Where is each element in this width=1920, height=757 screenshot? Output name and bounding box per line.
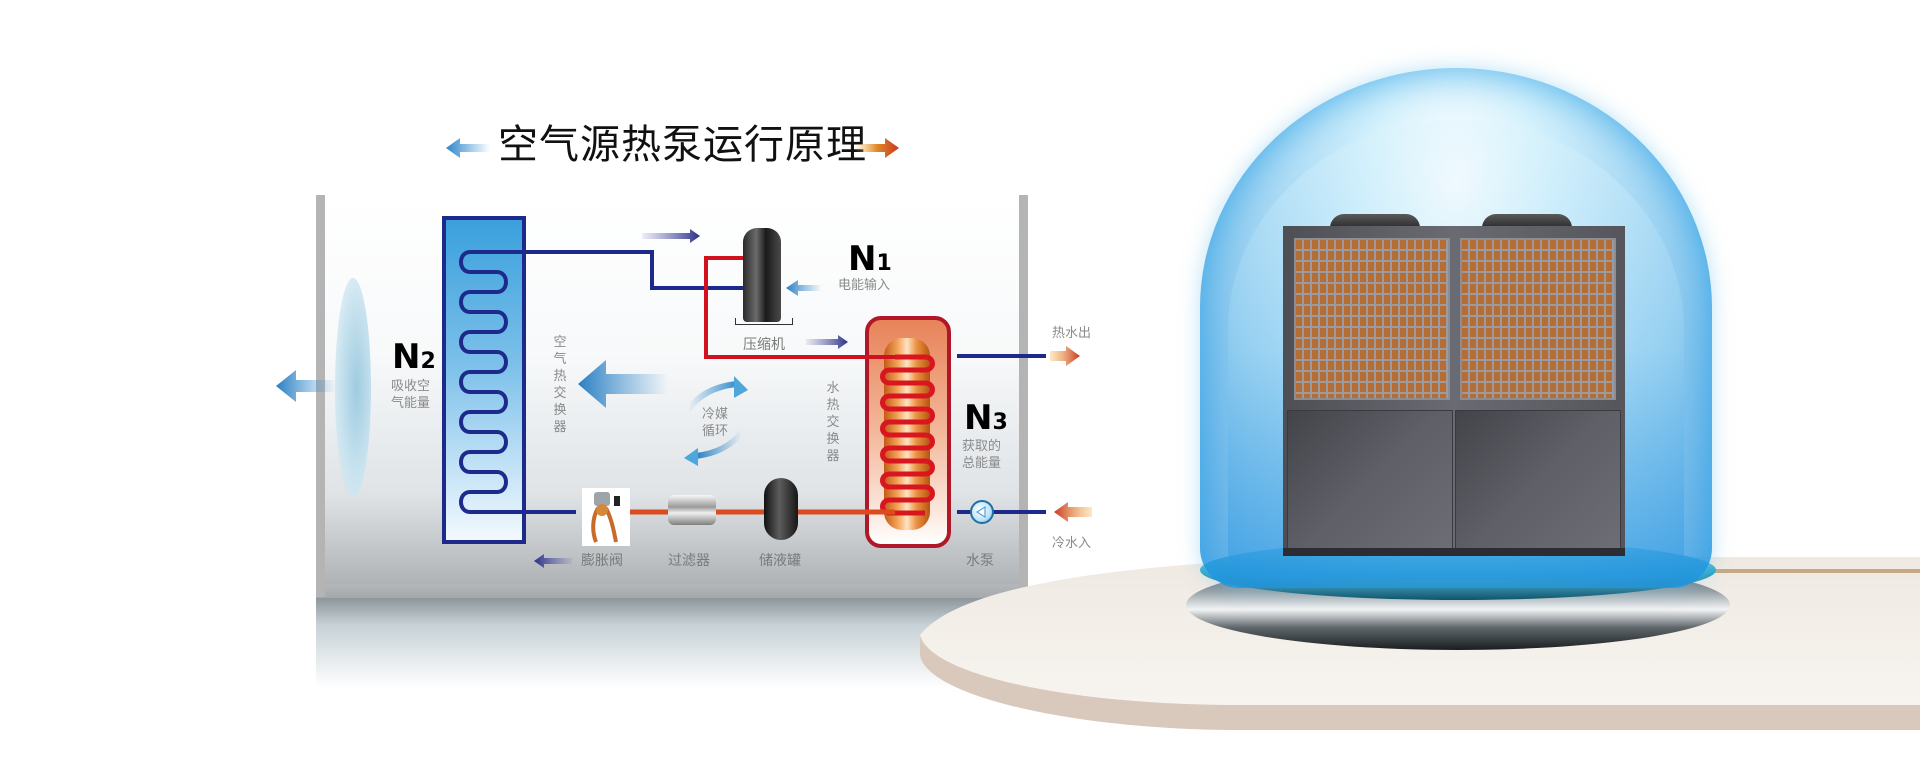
pedestal-edge <box>920 635 1920 730</box>
container-left-wall <box>316 195 325 597</box>
air-exchanger-label: 空气热交换器 <box>553 335 567 435</box>
n3-letter: N <box>964 398 993 438</box>
container-right-wall <box>1019 195 1028 597</box>
container-reflection <box>316 598 1028 688</box>
pump-triangle-icon <box>976 506 986 518</box>
air-in-arrow <box>578 360 668 408</box>
receiver-label: 储液罐 <box>759 553 801 569</box>
lower-panel-right <box>1455 410 1621 550</box>
air-flow-lens <box>335 278 371 498</box>
diagram-title: 空气源热泵运行原理 <box>498 122 867 168</box>
filter <box>668 495 716 525</box>
water-pump <box>970 500 994 524</box>
n3-label: N3 <box>964 400 1008 441</box>
liquid-receiver <box>764 478 798 540</box>
cycle-arrow-bottom <box>695 430 745 459</box>
hot-water-out-arrow <box>1050 346 1080 366</box>
n2-letter: N <box>392 337 421 377</box>
air-coil <box>459 250 527 514</box>
flow-arrow-bottom <box>534 554 572 568</box>
n2-caption-line-1: 吸收空 <box>391 379 431 394</box>
n1-index: 1 <box>876 251 892 276</box>
filter-label: 过滤器 <box>668 553 710 569</box>
water-pump-label: 水泵 <box>966 553 994 569</box>
refrigerant-cycle-line-1: 冷媒 <box>702 407 729 422</box>
cycle-arrow-bottom-head <box>684 448 698 466</box>
right-arrow-icon <box>855 138 899 158</box>
expansion-valve-icon <box>591 492 620 543</box>
lower-panel-left <box>1287 410 1453 550</box>
n3-index: 3 <box>992 410 1008 435</box>
compressor <box>743 228 781 322</box>
expansion-valve <box>582 488 630 546</box>
compressor-base <box>735 318 793 325</box>
unit-base <box>1283 548 1625 556</box>
n3-caption-line-1: 获取的 <box>962 439 1002 454</box>
hot-water-out-label: 热水出 <box>1052 326 1092 341</box>
n3-caption-line-2: 总能量 <box>962 456 1002 471</box>
fan-left <box>1330 214 1420 228</box>
n2-caption-line-2: 气能量 <box>391 396 431 411</box>
grille-left <box>1294 238 1450 400</box>
cycle-arrow-top <box>685 381 737 412</box>
water-coil <box>880 354 935 516</box>
n2-index: 2 <box>420 349 436 374</box>
refrigerant-cycle-line-2: 循环 <box>702 424 729 439</box>
flow-arrow-top <box>642 229 700 243</box>
n1-label: N1 <box>848 241 892 282</box>
water-exchanger-label: 水热交换器 <box>826 381 840 464</box>
n2-label: N2 <box>392 339 436 380</box>
n1-letter: N <box>848 239 877 279</box>
discharge-pipe <box>704 256 895 359</box>
cold-water-in-arrow <box>1054 502 1092 522</box>
cold-water-in-label: 冷水入 <box>1052 536 1092 551</box>
n2-caption: 吸收空 气能量 <box>391 378 430 412</box>
compressor-label: 压缩机 <box>743 337 785 353</box>
grille-right <box>1460 238 1616 400</box>
expansion-valve-label: 膨胀阀 <box>581 553 623 569</box>
flow-arrow-compressor <box>806 335 848 349</box>
cycle-arrow-top-head <box>734 376 748 398</box>
n1-caption: 电能输入 <box>838 278 891 293</box>
electric-input-arrow <box>786 280 822 296</box>
fan-right <box>1482 214 1572 228</box>
n3-caption: 获取的 总能量 <box>962 438 1001 472</box>
container-floor <box>316 584 1028 598</box>
air-out-arrow <box>276 370 336 402</box>
left-arrow-icon <box>446 138 490 158</box>
refrigerant-cycle-label: 冷媒 循环 <box>702 406 728 440</box>
suction-pipe <box>527 250 744 290</box>
